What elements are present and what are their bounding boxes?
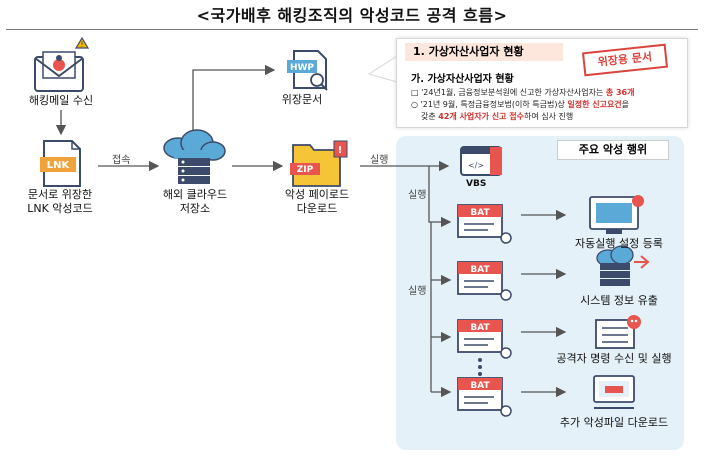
behavior-label-1: 자동실행 설정 등록 bbox=[575, 237, 663, 250]
svg-text:!: ! bbox=[338, 145, 343, 156]
bat-script-icon-1: BAT bbox=[457, 204, 512, 244]
edge-label-exec-3: 실행 bbox=[408, 286, 427, 297]
decoy-line-3: 갖춘 42개 사업자가 신고 접수하여 심사 진행 bbox=[421, 112, 574, 121]
svg-text:HWP: HWP bbox=[290, 63, 314, 73]
lnk-label-line2: LNK 악성코드 bbox=[27, 202, 93, 215]
decoy-document-callout: 1. 가상자산사업자 현황 위장용 문서 가. 가상자산사업자 현황 □ '24… bbox=[396, 38, 688, 128]
lnk-file-icon: LNK bbox=[40, 140, 81, 187]
lnk-label-line1: 문서로 위장한 bbox=[27, 188, 93, 201]
autorun-monitor-icon bbox=[589, 195, 644, 234]
svg-text:BAT: BAT bbox=[470, 265, 490, 275]
behavior-label-4: 추가 악성파일 다운로드 bbox=[559, 416, 669, 429]
svg-text:BAT: BAT bbox=[470, 381, 490, 391]
svg-text:VBS: VBS bbox=[466, 179, 486, 189]
arrow-vbs-branch bbox=[428, 166, 452, 228]
edge-label-exec-1: 실행 bbox=[370, 155, 389, 166]
flow-arrows bbox=[55, 64, 567, 398]
svg-text:BAT: BAT bbox=[470, 208, 490, 218]
mail-label: 해킹메일 수신 bbox=[28, 94, 94, 107]
zip-label-line1: 악성 페이로드 bbox=[284, 188, 350, 201]
mail-icon: ! bbox=[34, 36, 90, 92]
decoy-heading: 1. 가상자산사업자 현황 bbox=[405, 43, 563, 61]
zip-folder-icon: ! ZIP bbox=[290, 140, 348, 187]
diagram-title: <국가배후 해킹조직의 악성코드 공격 흐름> bbox=[196, 6, 508, 25]
behavior-label-2: 시스템 정보 유출 bbox=[580, 294, 658, 307]
vbs-script-icon: </> VBS bbox=[460, 146, 502, 189]
cloud-label-line2: 저장소 bbox=[179, 202, 211, 215]
svg-text:ZIP: ZIP bbox=[297, 165, 314, 175]
edge-label-access: 접속 bbox=[112, 155, 131, 166]
ellipsis-dots bbox=[478, 358, 482, 376]
bat-script-icon-3: BAT bbox=[457, 319, 512, 359]
bubble-tail bbox=[367, 55, 398, 83]
decoy-line-2: ○ '21년 9월, 특정금융정보법(이하 특금법)상 일정한 신고요건을 bbox=[411, 100, 630, 109]
edge-label-exec-2: 실행 bbox=[408, 190, 427, 201]
attacker-command-icon bbox=[595, 315, 641, 349]
cloud-storage-icon bbox=[163, 129, 226, 184]
decoy-line-1: □ '24년1월, 금융정보분석원에 신고한 가상자산사업자는 총 36개 bbox=[411, 88, 635, 97]
malware-download-icon bbox=[593, 375, 635, 409]
hwp-label: 위장문서 bbox=[281, 93, 323, 106]
title-divider bbox=[6, 29, 698, 30]
cloud-label-line1: 해외 클라우드 bbox=[162, 188, 228, 201]
hwp-document-icon: HWP bbox=[287, 50, 328, 91]
svg-text:LNK: LNK bbox=[47, 160, 71, 171]
zip-label-line2: 다운로드 bbox=[296, 202, 338, 215]
system-info-server-icon bbox=[596, 245, 650, 286]
behavior-label-3: 공격자 명령 수신 및 실행 bbox=[556, 352, 672, 365]
decoy-stamp: 위장용 문서 bbox=[581, 43, 669, 77]
bat-script-icon-4: BAT bbox=[457, 377, 512, 417]
behavior-panel bbox=[396, 136, 684, 450]
svg-text:!: ! bbox=[80, 40, 83, 49]
svg-text:</>: </> bbox=[468, 161, 484, 170]
bat-script-icon-2: BAT bbox=[457, 261, 512, 301]
behavior-panel-title: 주요 악성 행위 bbox=[557, 140, 669, 160]
svg-text:BAT: BAT bbox=[470, 323, 490, 333]
decoy-subheading: 가. 가상자산사업자 현황 bbox=[411, 74, 514, 85]
arrow-cloud-to-hwp bbox=[192, 64, 276, 138]
